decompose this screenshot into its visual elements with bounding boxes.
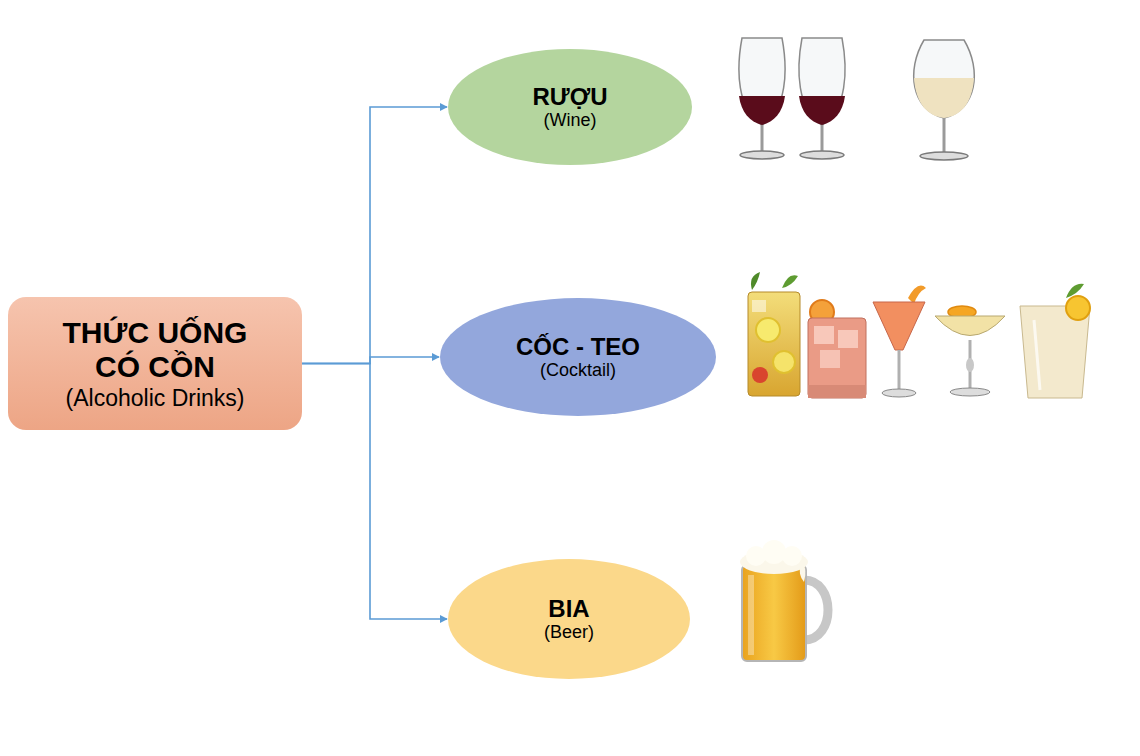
category-ellipse: BIA(Beer) [448,559,690,679]
connector-arrow [302,357,439,364]
node-subtitle: (Wine) [544,110,597,131]
ellipse-fill [448,49,692,165]
category-ellipse: CỐC - TEO(Cocktail) [440,298,716,416]
rocks-cocktail [808,300,866,398]
root-box: THỨC UỐNG CÓ CỒN(Alcoholic Drinks) [8,297,302,430]
node-heading: RƯỢU [532,83,607,111]
node-heading: THỨC UỐNG CÓ CỒN [40,316,270,385]
node-heading: BIA [548,595,589,623]
node-subtitle: (Beer) [544,622,594,643]
coupe-cocktail [935,306,1005,396]
category-ellipse: RƯỢU(Wine) [448,49,692,165]
connector-arrow [302,107,447,364]
node-heading: CỐC - TEO [516,333,640,361]
highball-cocktail [748,272,800,396]
beer-mug [740,540,828,661]
ellipse-fill [448,559,690,679]
red-wine-glass [739,38,785,159]
node-subtitle: (Alcoholic Drinks) [66,385,245,411]
red-wine-glass [799,38,845,159]
tall-cream-cocktail [1020,284,1090,398]
ellipse-fill [440,298,716,416]
white-wine-glass [914,40,975,160]
node-subtitle: (Cocktail) [540,360,616,381]
martini-cocktail [873,286,926,397]
connector-arrow [302,364,447,620]
